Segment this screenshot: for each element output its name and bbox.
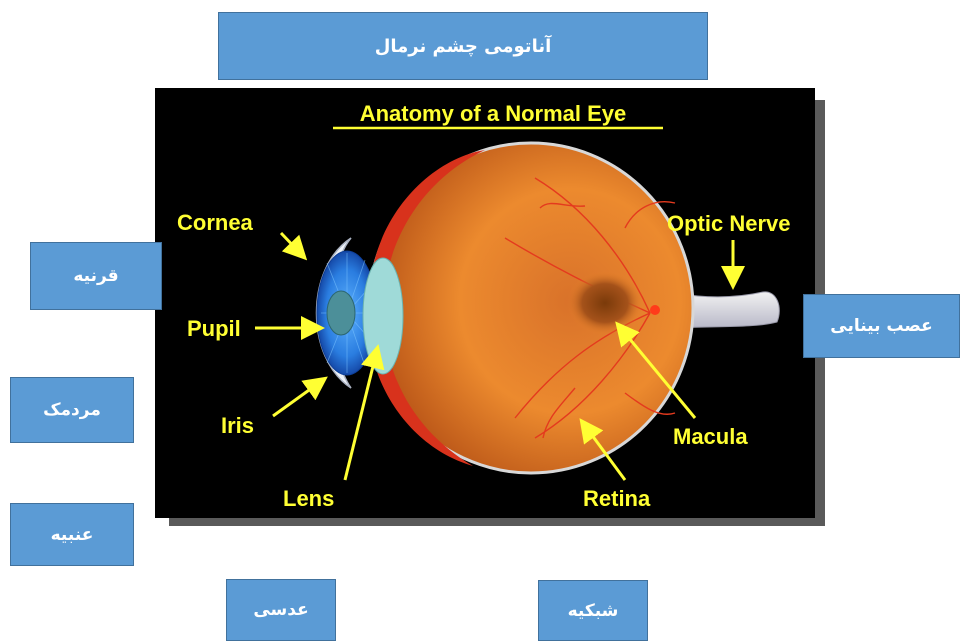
persian-label-cornea: قرنیه — [30, 242, 162, 310]
lens-shape — [363, 258, 403, 374]
persian-label-optic-nerve: عصب بینایی — [803, 294, 960, 358]
iris-text: Iris — [221, 413, 254, 438]
retina-text: Retina — [583, 486, 651, 511]
optic-disc — [650, 305, 660, 315]
persian-label-iris: عنبیه — [10, 503, 134, 566]
pupil-shape — [327, 291, 355, 335]
cornea-text: Cornea — [177, 210, 254, 235]
optic-nerve-text: Optic Nerve — [667, 211, 791, 236]
eye-anatomy-figure: Anatomy of a Normal Eye Cornea Pupil Iri… — [155, 88, 825, 526]
lens-text: Lens — [283, 486, 334, 511]
macula-text: Macula — [673, 424, 748, 449]
persian-label-lens: عدسی — [226, 579, 336, 641]
persian-title-box: آناتومی چشم نرمال — [218, 12, 708, 80]
pupil-text: Pupil — [187, 316, 241, 341]
macula-spot — [567, 271, 643, 335]
figure-title: Anatomy of a Normal Eye — [360, 101, 627, 126]
persian-label-retina: شبکیه — [538, 580, 648, 641]
persian-label-pupil: مردمک — [10, 377, 134, 443]
